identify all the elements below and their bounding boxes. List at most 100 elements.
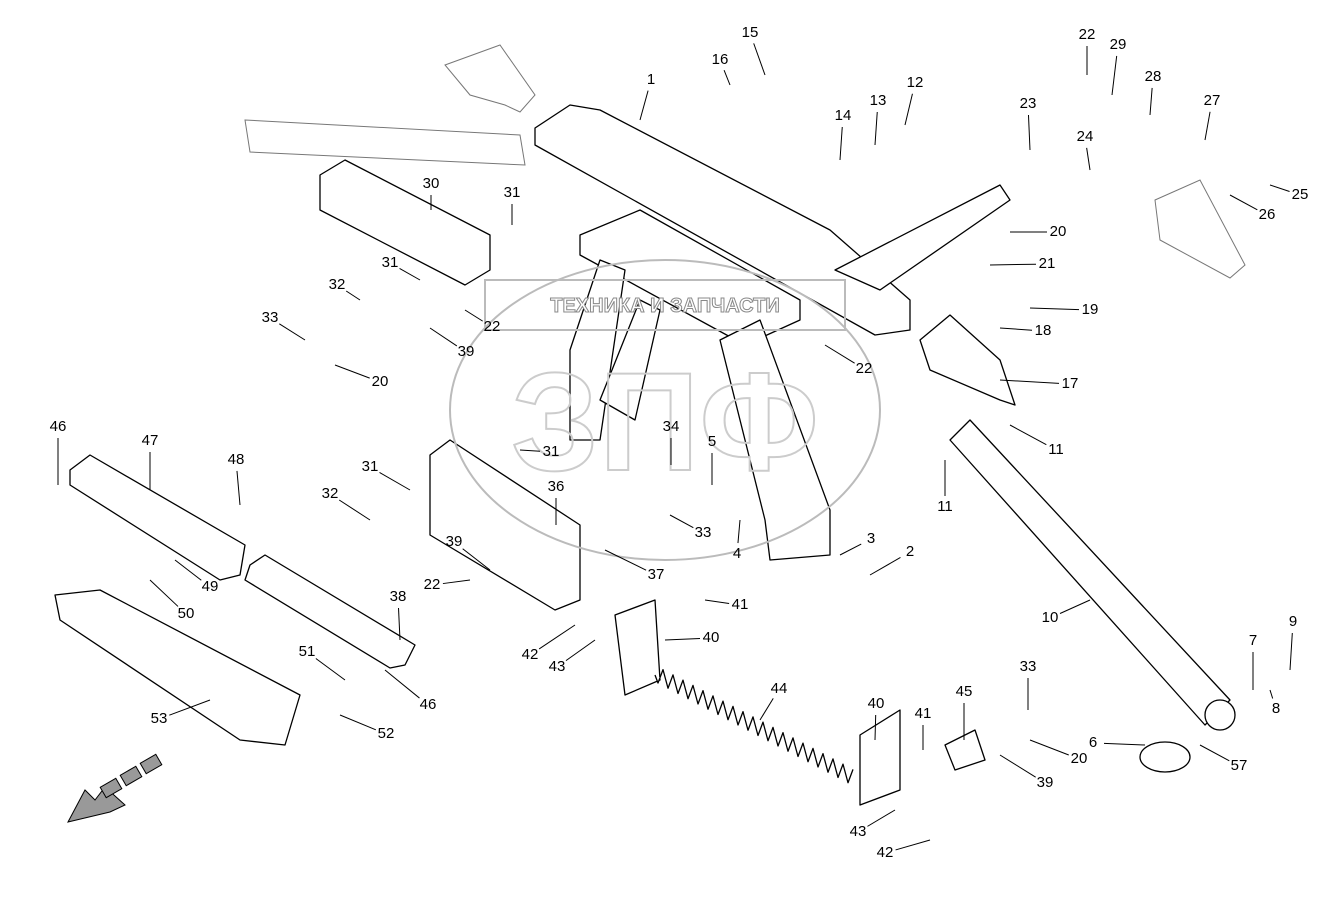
part-callout-40: 40 (664, 629, 720, 646)
part-callout-10: 10 (1042, 599, 1091, 626)
part-number: 27 (1204, 92, 1221, 109)
part-callout-15: 15 (742, 24, 766, 76)
part-callout-14: 14 (835, 107, 851, 161)
part-number: 9 (1289, 613, 1297, 630)
part-number: 20 (372, 373, 389, 390)
leader-line (379, 472, 411, 491)
leader-line (1199, 744, 1230, 762)
part-callout-36: 36 (548, 478, 565, 525)
leader-line (874, 714, 877, 741)
part-callout-11: 11 (1009, 424, 1064, 458)
leader-line (345, 290, 361, 301)
part-number: 5 (708, 433, 716, 450)
part-number: 8 (1272, 700, 1280, 717)
part-number: 17 (1062, 375, 1079, 392)
part-callout-12: 12 (904, 74, 923, 126)
leader-line (904, 93, 913, 126)
leader-line (839, 543, 862, 556)
leader-line (519, 449, 541, 452)
leader-line (334, 364, 370, 379)
part-number: 57 (1231, 757, 1248, 774)
leader-line (149, 579, 179, 607)
part-number: 22 (484, 318, 501, 335)
part-number: 10 (1042, 609, 1059, 626)
part-number: 13 (870, 92, 887, 109)
part-callout-3: 3 (839, 530, 875, 556)
leader-line (1204, 111, 1211, 141)
part-callout-39: 39 (446, 533, 491, 571)
leader-line (384, 669, 420, 699)
part-number: 44 (771, 680, 788, 697)
part-number: 40 (703, 629, 720, 646)
part-number: 25 (1292, 186, 1309, 203)
part-callout-33: 33 (262, 309, 306, 341)
part-number: 39 (1037, 774, 1054, 791)
part-number: 1 (647, 71, 655, 88)
part-number: 15 (742, 24, 759, 41)
part-callout-27: 27 (1204, 92, 1221, 141)
part-callout-6: 6 (1089, 734, 1146, 751)
leader-line (565, 639, 596, 662)
part-number: 48 (228, 451, 245, 468)
leader-line (1059, 599, 1091, 614)
part-number: 31 (504, 184, 521, 201)
leader-line (315, 658, 346, 681)
part-callout-31: 31 (362, 458, 411, 491)
part-callout-13: 13 (870, 92, 887, 146)
part-number: 36 (548, 478, 565, 495)
part-number: 40 (868, 695, 885, 712)
leader-line (669, 514, 694, 529)
direction-arrow (67, 753, 163, 823)
part-callout-33: 33 (669, 514, 711, 541)
leader-line (1269, 184, 1290, 192)
leader-line (462, 548, 491, 571)
part-callout-28: 28 (1145, 68, 1161, 116)
part-number: 19 (1082, 301, 1099, 318)
part-number: 47 (142, 432, 159, 449)
part-number: 6 (1089, 734, 1097, 751)
part-number: 43 (549, 658, 566, 675)
part-callout-25: 25 (1269, 184, 1309, 203)
part-number: 2 (906, 543, 914, 560)
part-number: 16 (712, 51, 729, 68)
spring (654, 668, 854, 784)
leader-line (639, 90, 649, 121)
part-number: 31 (382, 254, 399, 271)
leader-line (1289, 632, 1293, 671)
part-callout-24: 24 (1077, 128, 1093, 171)
part-callout-20: 20 (334, 364, 389, 390)
part-callout-38: 38 (390, 588, 406, 641)
part-number: 53 (151, 710, 168, 727)
part-callout-30: 30 (423, 175, 439, 210)
part-callout-31: 31 (504, 184, 521, 225)
part-callout-11: 11 (937, 460, 953, 515)
part-callout-37: 37 (604, 549, 664, 583)
part-number: 31 (543, 443, 560, 460)
part-number: 7 (1249, 632, 1257, 649)
part-callout-42: 42 (877, 839, 931, 861)
leader-line (1111, 55, 1118, 96)
part-number: 21 (1039, 255, 1056, 272)
part-callout-20: 20 (1029, 739, 1087, 767)
leader-line (1086, 147, 1091, 171)
watermark: ТЕХНИКА И ЗАПЧАСТИ ЗПФ (449, 259, 881, 561)
leader-line (704, 599, 730, 604)
part-number: 42 (877, 844, 894, 861)
leader-line (169, 699, 211, 716)
part-callout-41: 41 (704, 596, 749, 613)
part-number: 22 (424, 576, 441, 593)
part-number: 29 (1110, 36, 1127, 53)
part-callout-5: 5 (708, 433, 716, 485)
leader-line (279, 323, 306, 341)
part-callout-20: 20 (1010, 223, 1066, 240)
part-number: 41 (732, 596, 749, 613)
part-callout-17: 17 (999, 375, 1079, 392)
part-callout-46: 46 (384, 669, 436, 713)
part-number: 33 (1020, 658, 1037, 675)
arms-and-cylinders (54, 159, 1236, 806)
leader-line (895, 839, 931, 851)
part-callout-41: 41 (915, 705, 931, 750)
part-callout-39: 39 (999, 754, 1054, 791)
part-number: 22 (856, 360, 873, 377)
